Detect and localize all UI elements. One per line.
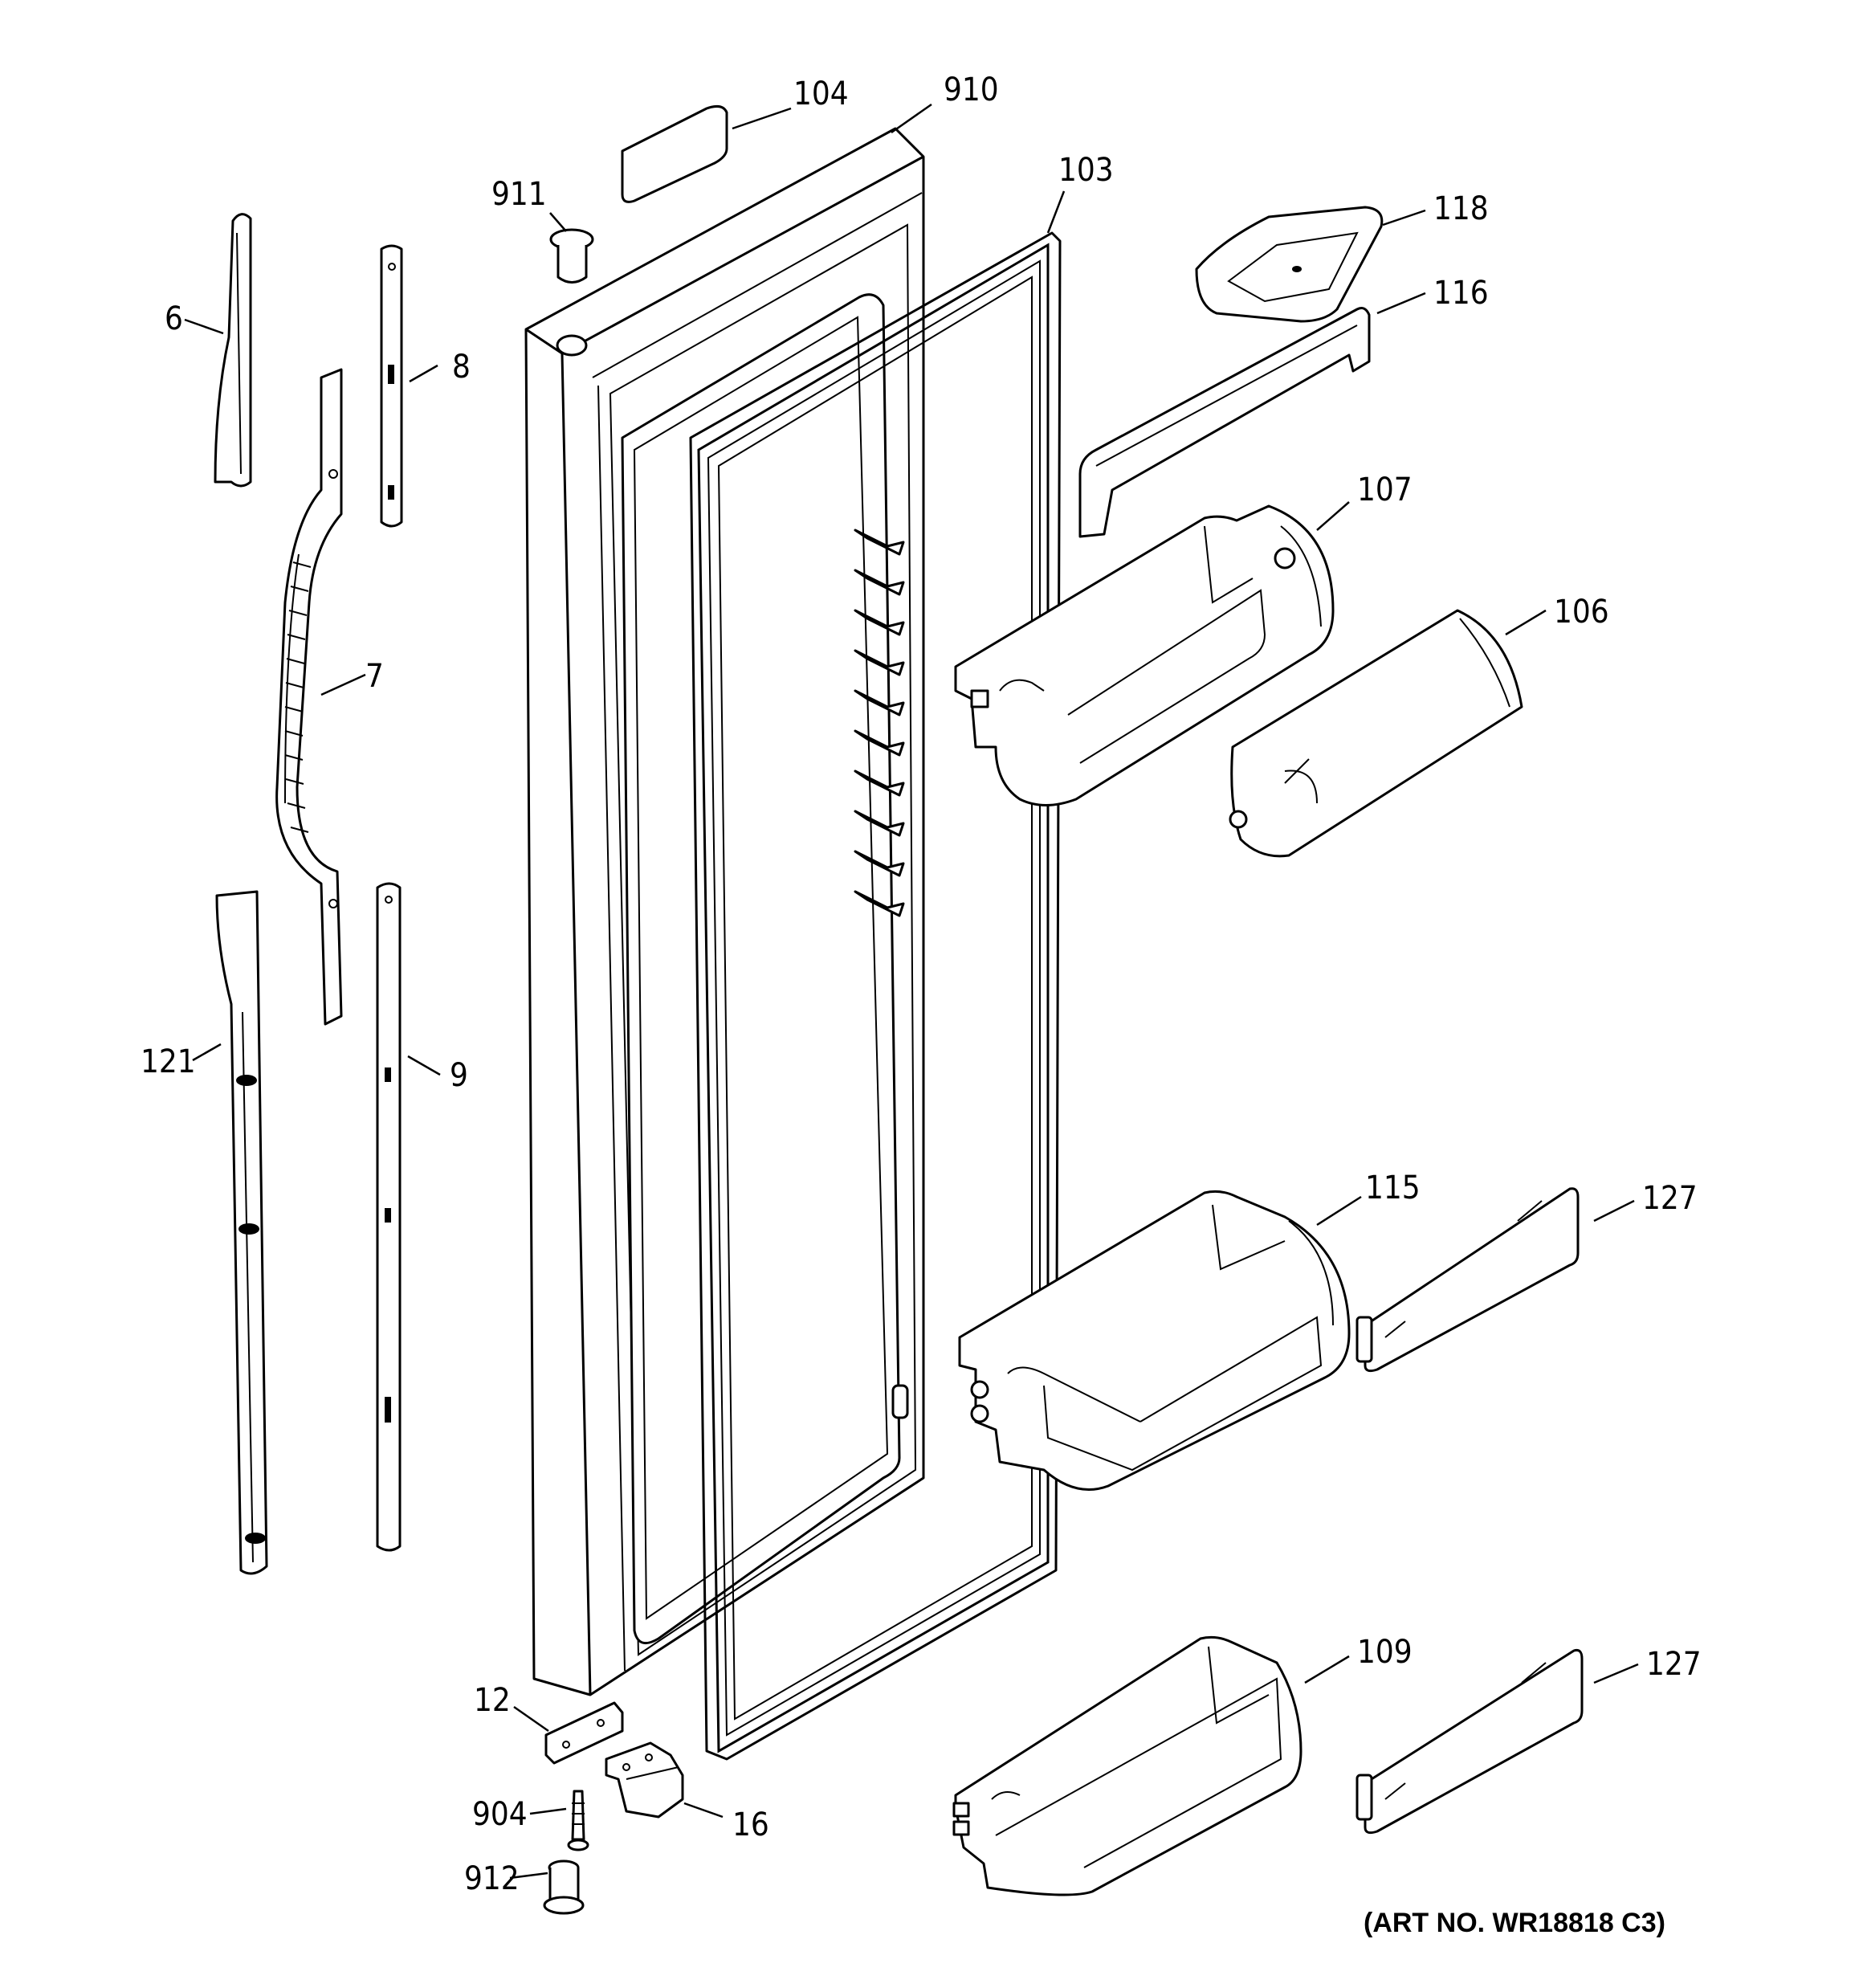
callout-911: 911: [491, 176, 547, 213]
art-number: (ART NO. WR18818 C3): [1364, 1908, 1665, 1938]
part-912-hinge-pin: [543, 1859, 585, 1915]
part-6-handle-trim-upper: [214, 213, 252, 488]
part-127-bin-front-upper: [1355, 1187, 1580, 1373]
part-127-bin-front-lower: [1355, 1649, 1584, 1835]
part-106-bin-cover: [1229, 609, 1523, 858]
callout-115: 115: [1365, 1170, 1421, 1206]
callout-127-lower: 127: [1646, 1646, 1702, 1683]
part-115-door-bin-large: [958, 1190, 1351, 1491]
callout-107: 107: [1357, 471, 1413, 508]
part-107-door-bin-small: [954, 504, 1335, 806]
callout-912: 912: [464, 1860, 520, 1897]
callout-8: 8: [452, 349, 471, 386]
part-104-top-cap: [621, 104, 728, 203]
callout-6: 6: [165, 300, 183, 337]
callout-121: 121: [141, 1043, 196, 1080]
leader-lines: [184, 103, 1639, 1880]
callout-9: 9: [450, 1057, 468, 1094]
part-7-door-handle: [275, 368, 343, 1026]
part-9-mounting-strip-long: [376, 882, 402, 1552]
part-109-door-bin-bottom: [952, 1635, 1302, 1896]
liner-shelf-tabs: [854, 529, 905, 917]
callout-127-upper: 127: [1642, 1180, 1698, 1217]
part-116-shelf-rail: [1078, 307, 1371, 538]
callout-106: 106: [1554, 594, 1609, 631]
callout-118: 118: [1433, 190, 1489, 227]
callout-7: 7: [365, 658, 384, 695]
callout-labels: 104 910 103 911 118 116 6 8 107 106 7 12…: [141, 71, 1702, 1938]
part-118-dairy-cover: [1195, 206, 1384, 323]
handle-grip-ribs: [284, 561, 312, 833]
part-121-handle-trim-lower: [215, 890, 268, 1575]
door-gasket: [689, 231, 1062, 1761]
callout-910: 910: [944, 71, 999, 108]
part-8-mounting-strip: [380, 244, 403, 528]
callout-109: 109: [1357, 1634, 1413, 1671]
callout-12: 12: [474, 1682, 511, 1719]
part-12-hinge-plate: [544, 1701, 624, 1765]
callout-116: 116: [1433, 275, 1489, 312]
callout-16: 16: [732, 1806, 769, 1843]
callout-104: 104: [793, 76, 849, 112]
part-911-hinge-bushing: [549, 228, 594, 284]
callout-904: 904: [472, 1796, 528, 1833]
part-904-screw: [567, 1790, 589, 1851]
door-liner: [621, 293, 909, 1645]
callout-103: 103: [1058, 152, 1114, 189]
part-16-bottom-hinge: [605, 1741, 684, 1819]
